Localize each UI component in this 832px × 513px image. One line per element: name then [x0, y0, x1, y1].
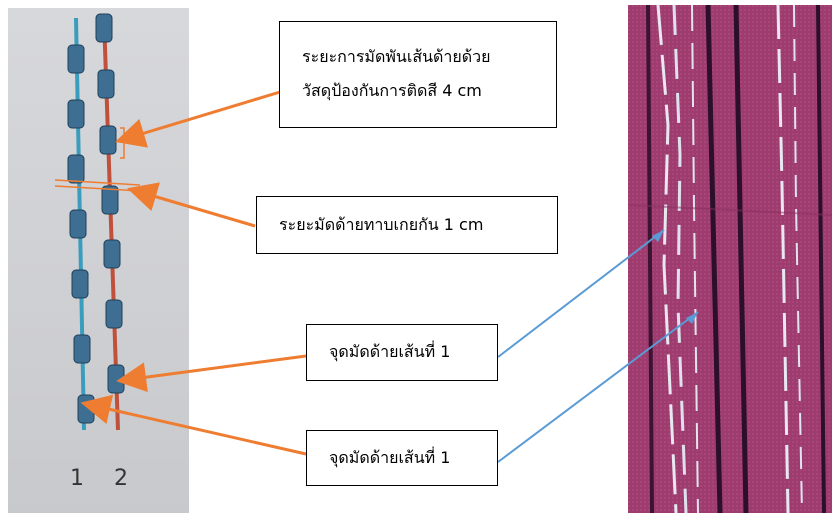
overlap-line-bottom: [54, 185, 141, 192]
bead: [67, 99, 85, 129]
bead: [95, 13, 113, 43]
pointer-line-1: [497, 229, 665, 358]
bead: [77, 394, 95, 424]
label-box-wrap-distance: ระยะการมัดพันเส้นด้ายด้วย วัสดุป้องกันกา…: [279, 21, 557, 128]
strand-number-2: 2: [114, 466, 128, 491]
bead: [105, 299, 123, 329]
label-overlap: ระยะมัดด้ายทาบเกยกัน 1 cm: [279, 215, 484, 234]
arrow-box2: [126, 182, 256, 228]
bead: [103, 239, 121, 269]
bead: [71, 269, 89, 299]
bead: [67, 154, 85, 184]
label-box-tie-point-b: จุดมัดด้ายเส้นที่ 1: [306, 430, 498, 486]
pointer-head-2: [686, 312, 698, 324]
arrow-box3: [116, 354, 307, 393]
label-tie-point-b: จุดมัดด้ายเส้นที่ 1: [329, 448, 451, 467]
label-wrap-distance-line2: วัสดุป้องกันการติดสี 4 cm: [302, 81, 482, 100]
pointer-head-1: [652, 230, 664, 242]
bead: [69, 209, 87, 239]
label-box-overlap: ระยะมัดด้ายทาบเกยกัน 1 cm: [256, 196, 558, 254]
bead: [97, 69, 115, 99]
fabric-stripes: [628, 5, 832, 513]
pointer-line-2: [497, 311, 699, 463]
fabric-photo: [628, 5, 832, 513]
strand-number-1: 1: [70, 466, 84, 491]
label-tie-point-a: จุดมัดด้ายเส้นที่ 1: [329, 342, 451, 361]
bracket-4cm: [120, 127, 125, 159]
overlap-line-top: [54, 179, 141, 186]
strand-2-beads: [95, 13, 125, 394]
bead: [67, 44, 85, 74]
bead: [107, 364, 125, 394]
bead: [99, 125, 117, 155]
bead: [73, 334, 91, 364]
arrow-box4: [80, 394, 307, 456]
bead: [101, 185, 119, 215]
label-wrap-distance-line1: ระยะการมัดพันเส้นด้ายด้วย: [302, 47, 491, 66]
arrow-box1: [115, 90, 281, 148]
label-box-tie-point-a: จุดมัดด้ายเส้นที่ 1: [306, 324, 498, 381]
